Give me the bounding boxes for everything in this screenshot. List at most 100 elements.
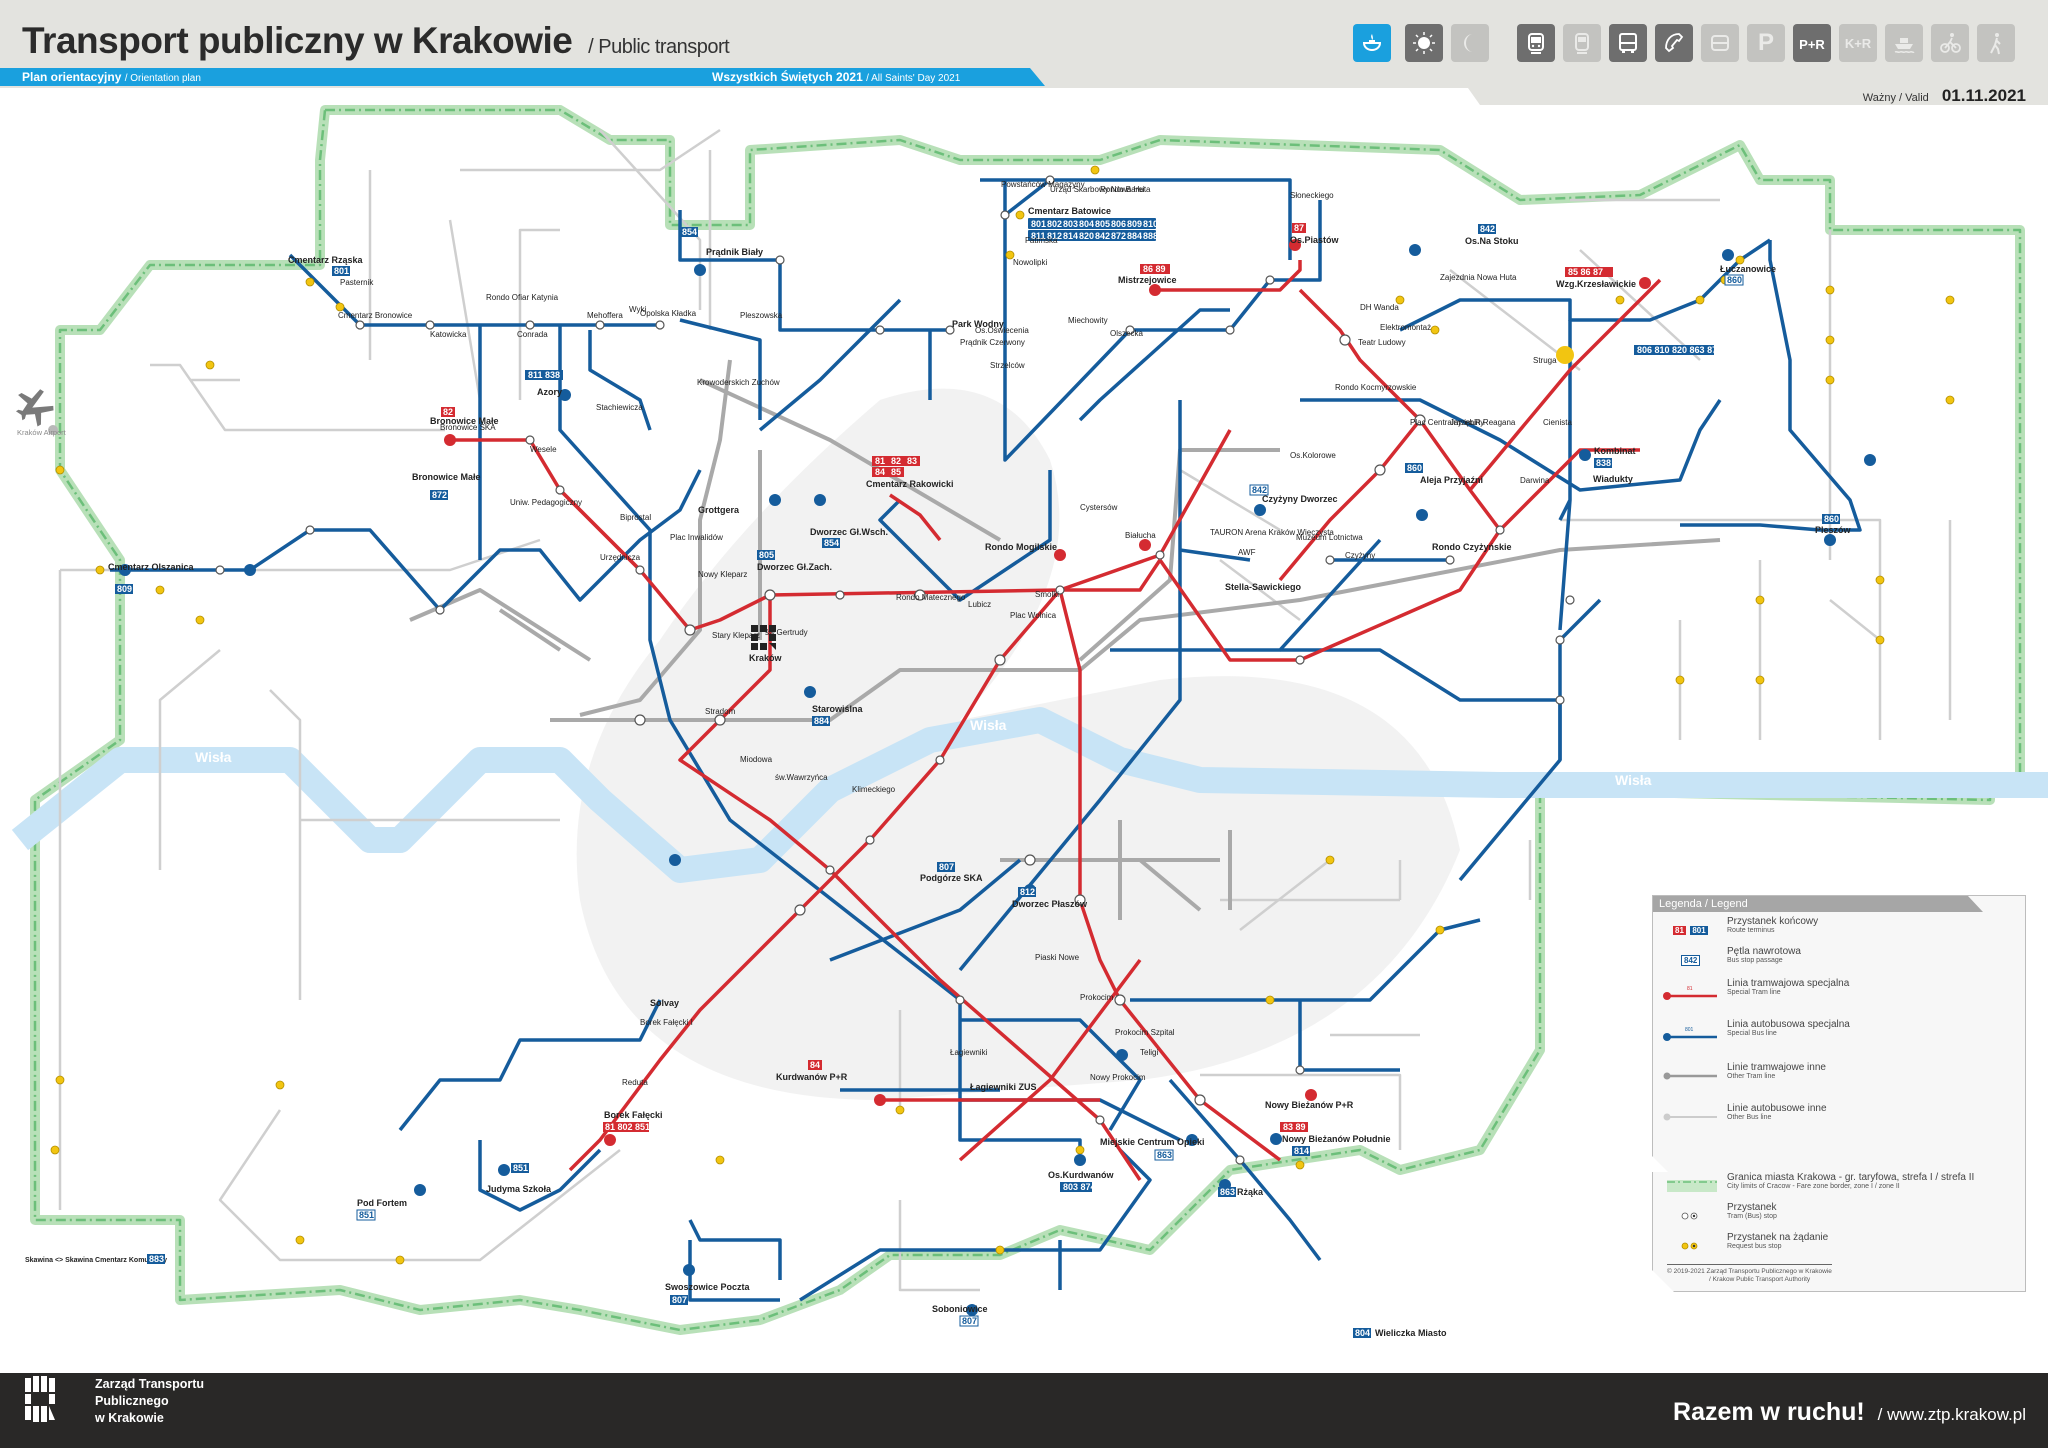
airport: Kraków Airport	[15, 389, 67, 437]
organization-name: Zarząd Transportu Publicznego w Krakowie	[95, 1377, 205, 1425]
svg-text:81 802 851: 81 802 851	[605, 1122, 650, 1132]
svg-text:Klimeckiego: Klimeckiego	[852, 785, 896, 794]
svg-text:Borek Fałęcki: Borek Fałęcki	[604, 1110, 663, 1120]
svg-text:Kombinat: Kombinat	[1594, 446, 1636, 456]
bus-icon[interactable]	[1609, 24, 1647, 62]
svg-text:Pleszowska: Pleszowska	[740, 311, 783, 320]
terminus-labels: Cmentarz Rząska 801 Prądnik Biały 854 Az…	[108, 223, 1852, 1338]
svg-text:801: 801	[334, 266, 349, 276]
bike-icon[interactable]	[1931, 24, 1969, 62]
svg-text:Słoneckiego: Słoneckiego	[1290, 191, 1334, 200]
svg-text:Cmentarz Rząska: Cmentarz Rząska	[288, 255, 364, 265]
skawina-badge: 883	[147, 1254, 165, 1264]
svg-text:Wieliczka Miasto: Wieliczka Miasto	[1375, 1328, 1447, 1338]
website-link[interactable]: / www.ztp.krakow.pl	[1877, 1405, 2026, 1424]
svg-text:807: 807	[939, 862, 954, 872]
svg-text:804: 804	[1355, 1328, 1370, 1338]
svg-text:Łagiewniki ZUS: Łagiewniki ZUS	[970, 1082, 1037, 1092]
svg-text:Czyżyny Dworzec: Czyżyny Dworzec	[1262, 494, 1338, 504]
park-and-ride-icon[interactable]: P+R	[1793, 24, 1831, 62]
kiss-and-ride-icon[interactable]: K+R	[1839, 24, 1877, 62]
svg-text:Nowy Kleparz: Nowy Kleparz	[698, 570, 747, 579]
svg-text:Os.Piastów: Os.Piastów	[1290, 235, 1340, 245]
svg-text:Plac Inwalidów: Plac Inwalidów	[670, 533, 723, 542]
svg-text:82: 82	[443, 407, 453, 417]
svg-text:Os.Oświecenia: Os.Oświecenia	[975, 326, 1029, 335]
svg-text:Plac Wolnica: Plac Wolnica	[1010, 611, 1057, 620]
svg-text:Bronowice SKA: Bronowice SKA	[440, 423, 496, 432]
svg-text:803 874: 803 874	[1063, 1182, 1096, 1192]
svg-text:Stachiewicza: Stachiewicza	[596, 403, 643, 412]
svg-text:Wyki: Wyki	[629, 305, 646, 314]
svg-text:Nowolipki: Nowolipki	[1013, 258, 1047, 267]
svg-text:Katowicka: Katowicka	[430, 330, 467, 339]
svg-text:Elektromontaż: Elektromontaż	[1380, 323, 1431, 332]
legend-row-border: Granica miasta Krakowa - gr. taryfowa, s…	[1653, 1172, 2027, 1202]
svg-text:Stella-Sawickiego: Stella-Sawickiego	[1225, 582, 1302, 592]
footer-slogan: Razem w ruchu! / www.ztp.krakow.pl	[1673, 1398, 2026, 1426]
svg-text:Rondo Kocmyrzowskie: Rondo Kocmyrzowskie	[1335, 383, 1417, 392]
tram-icon[interactable]	[1517, 24, 1555, 62]
svg-text:Teatr Ludowy: Teatr Ludowy	[1358, 338, 1406, 347]
svg-text:807: 807	[962, 1316, 977, 1326]
svg-text:Aleja Przyjaźni: Aleja Przyjaźni	[1420, 475, 1483, 485]
svg-text:Nowy Bieżanów P+R: Nowy Bieżanów P+R	[1265, 1100, 1354, 1110]
svg-text:884: 884	[814, 716, 829, 726]
plan-label-en: / Orientation plan	[124, 73, 201, 84]
svg-text:Prokocim Szpital: Prokocim Szpital	[1115, 1028, 1175, 1037]
walk-icon[interactable]	[1977, 24, 2015, 62]
airplane-icon	[15, 389, 54, 427]
svg-text:Bronowice Małe: Bronowice Małe	[430, 416, 499, 426]
svg-text:DH Wanda: DH Wanda	[1360, 303, 1399, 312]
svg-text:860: 860	[1407, 463, 1422, 473]
svg-text:Os.Kolorowe: Os.Kolorowe	[1290, 451, 1336, 460]
svg-text:Wiadukty: Wiadukty	[1593, 474, 1633, 484]
svg-text:TAURON Arena Kraków Wieczysta: TAURON Arena Kraków Wieczysta	[1210, 528, 1334, 537]
minibus-icon[interactable]	[1701, 24, 1739, 62]
svg-text:Uniw. Pedagogiczny: Uniw. Pedagogiczny	[510, 498, 582, 507]
svg-text:842: 842	[1252, 485, 1267, 495]
svg-text:Pleszów: Pleszów	[1815, 525, 1852, 535]
day-icon[interactable]	[1405, 24, 1443, 62]
skawina-note: Skawina <> Skawina Cmentarz Komunalny	[25, 1257, 167, 1264]
transit-map[interactable]: Wisła Wisła Wisła	[0, 105, 2048, 1360]
svg-text:Białucha: Białucha	[1125, 531, 1156, 540]
parking-icon[interactable]: P	[1747, 24, 1785, 62]
svg-text:Podgórze SKA: Podgórze SKA	[920, 873, 983, 883]
map-canvas[interactable]: Wisła Wisła Wisła	[0, 105, 2048, 1360]
svg-text:884: 884	[1127, 231, 1142, 241]
svg-text:Azory: Azory	[537, 387, 562, 397]
night-icon[interactable]	[1451, 24, 1489, 62]
svg-text:Urzędnicza: Urzędnicza	[600, 553, 641, 562]
svg-text:Krowoderskich Zuchów: Krowoderskich Zuchów	[697, 378, 780, 387]
svg-text:Darwina: Darwina	[1520, 476, 1550, 485]
tram-alt-icon[interactable]	[1563, 24, 1601, 62]
svg-text:812: 812	[1047, 231, 1062, 241]
candle-icon[interactable]	[1353, 24, 1391, 62]
background-shape	[576, 388, 1460, 1101]
svg-text:Kraków: Kraków	[749, 653, 783, 663]
svg-text:Olszecka: Olszecka	[1110, 329, 1143, 338]
ferry-icon[interactable]	[1885, 24, 1923, 62]
svg-text:87: 87	[1294, 223, 1304, 233]
svg-text:Dworzec Gł.Zach.: Dworzec Gł.Zach.	[757, 562, 832, 572]
other-tram-symbol	[1661, 1066, 1721, 1086]
subtitle-bar: Plan orientacyjny / Orientation plan Wsz…	[0, 68, 1045, 86]
svg-text:Os.Na Stoku: Os.Na Stoku	[1465, 236, 1519, 246]
svg-text:85 86 87: 85 86 87	[1568, 267, 1603, 277]
svg-text:807: 807	[672, 1295, 687, 1305]
svg-text:AWF: AWF	[1238, 548, 1256, 557]
svg-text:81: 81	[875, 456, 885, 466]
svg-text:Nowy Bieżanów Południe: Nowy Bieżanów Południe	[1282, 1134, 1391, 1144]
svg-text:Rondo Barei: Rondo Barei	[1100, 185, 1145, 194]
svg-text:Urząd Skarbowy Nowa Huta: Urząd Skarbowy Nowa Huta	[1050, 185, 1151, 194]
validity: Ważny / Valid 01.11.2021	[1863, 86, 2026, 106]
on-demand-phone-icon[interactable]	[1655, 24, 1693, 62]
request-stop-symbol	[1661, 1236, 1721, 1256]
